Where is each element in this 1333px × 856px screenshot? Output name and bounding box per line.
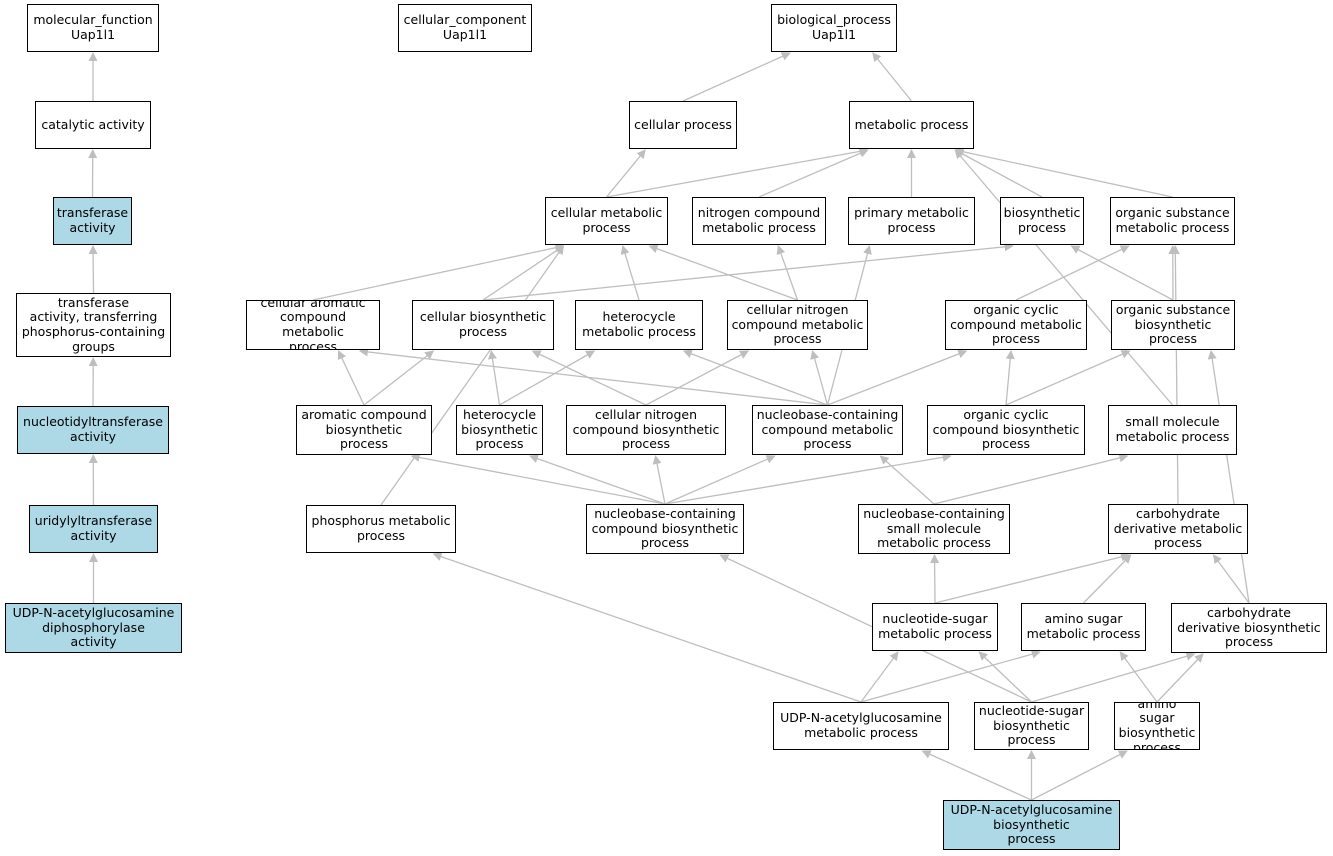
- edge-nucbase_bio-to-hetero_bio: [529, 454, 666, 505]
- edge-biosynthetic-to-metabolic_process: [954, 149, 1043, 198]
- edge-nucbase_met-to-cell_nitro_met: [810, 350, 829, 406]
- edge-cellular_process-to-bp: [682, 52, 791, 102]
- term-node-transferase[interactable]: transferase activity: [53, 197, 132, 245]
- term-node-metabolic-process[interactable]: metabolic process: [849, 101, 974, 149]
- edge-udp_bio-to-aminosugar_bio: [1031, 750, 1128, 801]
- edge-cell_nitro_met-to-nitro_met: [776, 245, 799, 301]
- term-node-uridylyl[interactable]: uridylyltransferase activity: [29, 505, 158, 553]
- edge-hetero_bio-to-cell_bio: [488, 350, 501, 406]
- edge-udp_met-to-phos_met: [432, 552, 862, 703]
- edge-nucsugar_met-to-carb_deriv_met: [934, 552, 1130, 604]
- edge-metabolic_process-to-bp: [872, 52, 913, 102]
- edge-hetero_bio-to-hetero_met: [499, 350, 596, 406]
- edge-nucbase_met-to-org_cyc_met: [827, 349, 968, 406]
- edge-carb_deriv_met-to-org_sub_met: [1170, 245, 1180, 505]
- edge-nucbase_met-to-hetero_met: [682, 349, 828, 406]
- edge-nucbase_small-to-nucbase_met: [879, 455, 935, 505]
- term-node-mf[interactable]: molecular_function Uap1l1: [27, 4, 159, 52]
- edge-aminosugar_bio-to-carb_deriv_bio: [1156, 653, 1204, 703]
- edge-org_sub_bio-to-biosynthetic: [1070, 245, 1174, 301]
- term-node-cc[interactable]: cellular_component Uap1l1: [398, 4, 532, 52]
- term-node-nucbase-bio[interactable]: nucleobase-containing compound biosynthe…: [586, 504, 744, 554]
- edge-nucsugar_bio-to-nucsugar_met: [978, 651, 1032, 703]
- term-node-cell-arom[interactable]: cellular aromatic compound metabolic pro…: [246, 300, 380, 350]
- term-node-hetero-met[interactable]: heterocycle metabolic process: [575, 300, 703, 350]
- edge-transfer_p-to-transferase: [88, 245, 98, 294]
- term-node-aminosugar-met[interactable]: amino sugar metabolic process: [1021, 603, 1146, 651]
- term-node-aminosugar-bio[interactable]: amino sugar biosynthetic process: [1114, 702, 1200, 750]
- edge-cell_arom-to-cell_met: [312, 243, 565, 301]
- term-node-org-sub-bio[interactable]: organic substance biosynthetic process: [1111, 300, 1235, 350]
- term-node-cell-nitro-met[interactable]: cellular nitrogen compound metabolic pro…: [727, 300, 868, 350]
- edge-udp_bio-to-udp_met: [921, 750, 1032, 801]
- edge-cell_met-to-metabolic_process: [606, 146, 869, 198]
- edge-nitro_met-to-metabolic_process: [758, 149, 869, 198]
- term-node-nitro-met[interactable]: nitrogen compound metabolic process: [692, 197, 826, 245]
- term-node-nucbase-small[interactable]: nucleobase-containing small molecule met…: [858, 504, 1010, 554]
- term-node-catalytic[interactable]: catalytic activity: [35, 101, 151, 149]
- edge-phos_met-to-cell_met: [380, 245, 565, 506]
- term-node-small-mol[interactable]: small molecule metabolic process: [1108, 405, 1237, 455]
- edge-arom_bio-to-cell_arom: [337, 350, 365, 406]
- edge-nucbase_bio-to-cell_nitro_bio: [652, 455, 666, 505]
- edge-org_sub_met-to-metabolic_process: [954, 147, 1173, 198]
- term-node-org-sub-met[interactable]: organic substance metabolic process: [1110, 197, 1235, 245]
- edge-carb_deriv_bio-to-carb_deriv_met: [1212, 554, 1250, 604]
- edge-org_cyc_bio-to-org_cyc_met: [1005, 350, 1015, 406]
- term-node-transfer-p[interactable]: transferase activity, transferring phosp…: [16, 293, 171, 357]
- term-node-cell-met[interactable]: cellular metabolic process: [545, 197, 668, 245]
- term-node-udp-diphos[interactable]: UDP-N-acetylglucosamine diphosphorylase …: [5, 603, 182, 653]
- edge-udp_met-to-aminosugar_met: [860, 649, 1041, 703]
- term-node-udp-bio[interactable]: UDP-N-acetylglucosamine biosynthetic pro…: [943, 800, 1120, 850]
- term-node-org-cyc-met[interactable]: organic cyclic compound metabolic proces…: [945, 300, 1087, 350]
- term-node-cell-bio[interactable]: cellular biosynthetic process: [412, 300, 554, 350]
- term-node-nucsugar-bio[interactable]: nucleotide-sugar biosynthetic process: [974, 702, 1089, 750]
- edge-aminosugar_bio-to-aminosugar_met: [1119, 651, 1158, 703]
- term-node-primary-met[interactable]: primary metabolic process: [848, 197, 975, 245]
- term-node-nucbase-met[interactable]: nucleobase-containing compound metabolic…: [752, 405, 903, 455]
- edge-nucsugar_bio-to-carb_deriv_bio: [1031, 651, 1196, 703]
- edge-org_cyc_bio-to-org_sub_bio: [1005, 350, 1131, 406]
- edge-org_cyc_met-to-org_sub_met: [1015, 245, 1130, 301]
- term-node-arom-bio[interactable]: aromatic compound biosynthetic process: [296, 405, 432, 455]
- edge-nucbase_bio-to-org_cyc_bio: [664, 452, 952, 505]
- term-node-carb-deriv-met[interactable]: carbohydrate derivative metabolic proces…: [1108, 504, 1248, 554]
- term-node-bp[interactable]: biological_process Uap1l1: [771, 4, 897, 52]
- edge-nucbase_bio-to-nucbase_met: [664, 455, 776, 505]
- edge-cell_bio-to-cell_met: [482, 245, 565, 301]
- term-node-biosynthetic[interactable]: biosynthetic process: [1000, 197, 1084, 245]
- term-node-nucleotidyl[interactable]: nucleotidyltransferase activity: [17, 406, 169, 454]
- edge-cell_bio-to-biosynthetic: [482, 242, 1014, 301]
- term-node-hetero-bio[interactable]: heterocycle biosynthetic process: [456, 405, 543, 455]
- term-node-carb-deriv-bio[interactable]: carbohydrate derivative biosynthetic pro…: [1171, 603, 1327, 653]
- edge-carb_deriv_bio-to-org_sub_bio: [1207, 350, 1250, 604]
- edge-nucsugar_met-to-nucbase_small: [930, 554, 940, 604]
- term-node-org-cyc-bio[interactable]: organic cyclic compound biosynthetic pro…: [927, 405, 1085, 455]
- term-node-udp-met[interactable]: UDP-N-acetylglucosamine metabolic proces…: [773, 702, 949, 750]
- edge-cell_met-to-cellular_process: [605, 149, 646, 198]
- term-node-cell-nitro-bio[interactable]: cellular nitrogen compound biosynthetic …: [566, 405, 726, 455]
- edge-aminosugar_met-to-carb_deriv_met: [1083, 554, 1132, 604]
- term-node-cellular-process[interactable]: cellular process: [629, 101, 737, 149]
- edge-nucbase_bio-to-arom_bio: [410, 453, 666, 505]
- edge-nucbase_met-to-cell_arom: [358, 347, 828, 406]
- edge-nucbase_small-to-small_mol: [933, 453, 1129, 505]
- edge-hetero_met-to-cell_met: [620, 245, 640, 301]
- edge-cell_nitro_met-to-cell_met: [648, 244, 798, 301]
- edge-arom_bio-to-cell_bio: [363, 350, 435, 406]
- term-node-nucsugar-met[interactable]: nucleotide-sugar metabolic process: [872, 603, 998, 651]
- term-node-phos-met[interactable]: phosphorus metabolic process: [306, 505, 456, 553]
- edge-udp_met-to-nucsugar_met: [860, 651, 899, 703]
- edge-cell_nitro_bio-to-cell_nitro_met: [645, 350, 750, 406]
